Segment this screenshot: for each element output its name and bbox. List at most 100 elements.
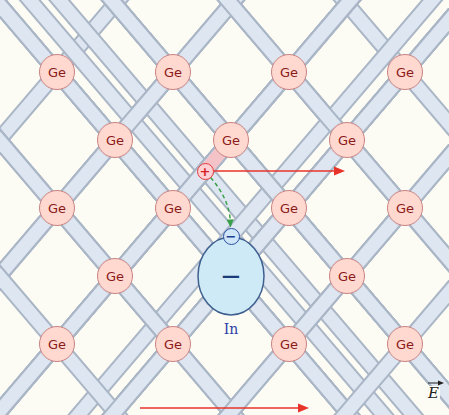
bond-stroke xyxy=(359,290,394,331)
bond-band xyxy=(69,222,104,263)
atom-symbol: Ge xyxy=(280,202,298,215)
hole-charge: + xyxy=(197,163,214,180)
arrow-head xyxy=(298,404,309,413)
germanium-atom: Ge xyxy=(271,54,307,90)
bond-stroke xyxy=(127,86,162,127)
bond-band xyxy=(87,0,449,415)
bond-band xyxy=(203,0,449,415)
field-symbol: E xyxy=(427,386,440,401)
bond-stroke xyxy=(185,304,207,330)
germanium-atom: Ge xyxy=(387,190,423,226)
bond-stroke xyxy=(69,222,104,263)
bond-stroke xyxy=(255,304,277,330)
bond-band xyxy=(69,154,104,195)
bond-band xyxy=(301,290,336,331)
bond-band xyxy=(185,304,207,330)
bond-stroke xyxy=(243,154,278,195)
bond-stroke xyxy=(301,154,336,195)
germanium-atom: Ge xyxy=(39,190,75,226)
atom-symbol: Ge xyxy=(396,338,414,351)
charge-sign: − xyxy=(226,230,237,243)
bond-band xyxy=(301,154,336,195)
bond-stroke xyxy=(301,86,336,127)
bond-stroke xyxy=(127,290,162,331)
bond-stroke xyxy=(301,154,336,195)
bond-stroke xyxy=(301,290,336,331)
bond-stroke xyxy=(301,86,336,127)
bond-stroke xyxy=(69,86,104,127)
ellipse-shape xyxy=(198,237,264,315)
germanium-atom: Ge xyxy=(155,190,191,226)
bond-band xyxy=(0,0,375,415)
bond-stroke xyxy=(69,290,104,331)
bond-stroke xyxy=(185,86,220,127)
bond-band xyxy=(0,0,375,415)
bond-stroke xyxy=(359,222,394,263)
bond-stroke xyxy=(255,222,277,248)
bond-stroke xyxy=(69,222,104,263)
bond-band xyxy=(319,0,449,415)
germanium-atom: Ge xyxy=(271,190,307,226)
bond-band xyxy=(86,0,449,415)
germanium-atom: Ge xyxy=(329,122,365,158)
germanium-atom: Ge xyxy=(213,122,249,158)
atom-symbol: Ge xyxy=(164,66,182,79)
bond-band xyxy=(0,0,375,415)
ion-charge: − xyxy=(220,263,242,289)
germanium-atom: Ge xyxy=(39,54,75,90)
bond-band xyxy=(203,0,449,415)
bond-stroke xyxy=(69,290,104,331)
atom-symbol: Ge xyxy=(396,202,414,215)
bond-band xyxy=(0,0,375,415)
atom-symbol: Ge xyxy=(280,66,298,79)
bond-stroke xyxy=(359,290,394,331)
bond-band xyxy=(0,0,375,415)
bond-stroke xyxy=(359,154,394,195)
atom-symbol: Ge xyxy=(396,66,414,79)
bond-stroke xyxy=(69,154,104,195)
bond-stroke xyxy=(243,86,278,127)
charge-sign: + xyxy=(200,165,211,178)
bond-band xyxy=(0,0,143,415)
bond-band xyxy=(0,0,376,415)
bond-stroke xyxy=(185,222,207,248)
atom-symbol: Ge xyxy=(48,66,66,79)
germanium-atom: Ge xyxy=(271,326,307,362)
atom-symbol: Ge xyxy=(48,202,66,215)
bond-stroke xyxy=(69,154,104,195)
bond-band xyxy=(301,86,336,127)
bond-stroke xyxy=(185,222,207,248)
bond-band xyxy=(127,86,162,127)
bond-stroke xyxy=(359,154,394,195)
bond-stroke xyxy=(301,222,336,263)
bond-band xyxy=(87,0,449,415)
bond-band xyxy=(86,0,449,415)
bond-band xyxy=(203,0,449,415)
bond-stroke xyxy=(359,222,394,263)
atom-symbol: Ge xyxy=(222,134,240,147)
atom-symbol: Ge xyxy=(164,202,182,215)
germanium-atom: Ge xyxy=(97,122,133,158)
bond-band xyxy=(0,0,376,415)
bond-band xyxy=(243,154,278,195)
atom-symbol: Ge xyxy=(338,270,356,283)
bond-band xyxy=(4,0,409,415)
bond-stroke xyxy=(243,154,278,195)
bond-band xyxy=(359,290,394,331)
germanium-atom: Ge xyxy=(155,326,191,362)
bond-stroke xyxy=(359,86,394,127)
germanium-atom: Ge xyxy=(329,258,365,294)
bond-band xyxy=(0,0,143,415)
hole-motion-arrow xyxy=(213,170,336,172)
germanium-atom: Ge xyxy=(97,258,133,294)
bond-stroke xyxy=(301,290,336,331)
bond-band xyxy=(87,0,449,415)
bond-stroke xyxy=(69,86,104,127)
bond-band xyxy=(4,0,409,415)
atom-symbol: Ge xyxy=(48,338,66,351)
bond-band xyxy=(69,290,104,331)
indium-ion: −In xyxy=(197,236,265,337)
electron-charge: − xyxy=(223,228,240,245)
germanium-atom: Ge xyxy=(387,326,423,362)
